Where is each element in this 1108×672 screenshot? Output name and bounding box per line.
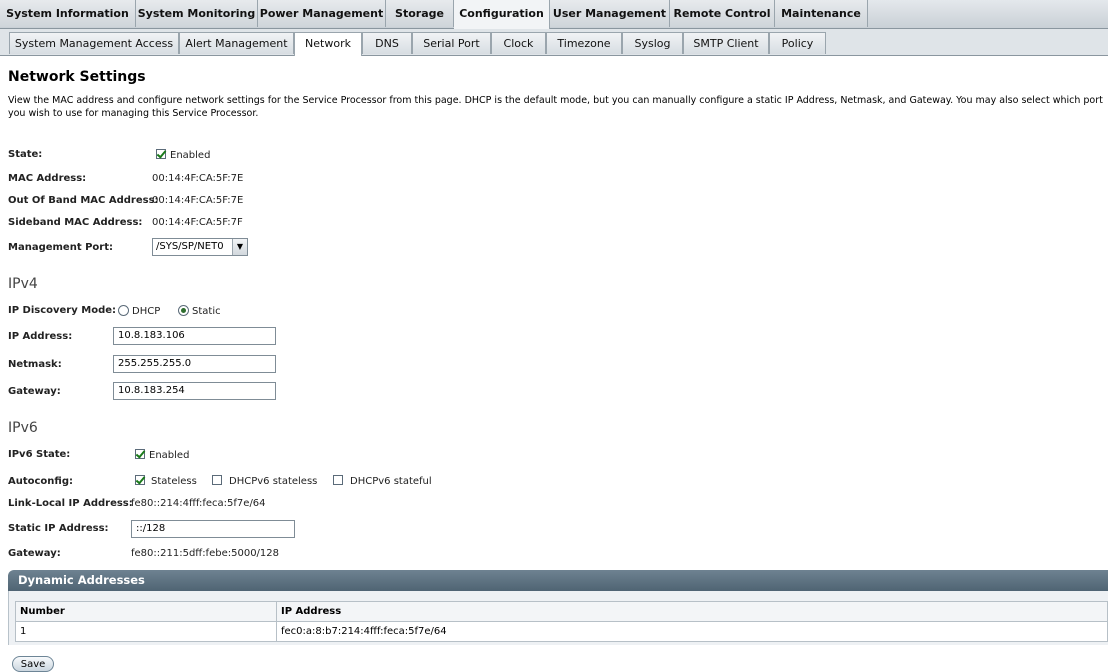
stateless-label: Stateless [151, 476, 197, 487]
tab-system-information[interactable]: System Information [0, 0, 136, 27]
link-local-ip-label: Link-Local IP Address: [8, 498, 133, 509]
static-ip-address-label: Static IP Address: [8, 523, 109, 534]
column-header-number[interactable]: Number [15, 601, 277, 622]
column-header-ip-address[interactable]: IP Address [276, 601, 1108, 622]
static-radio[interactable] [178, 305, 189, 316]
tab-user-management[interactable]: User Management [550, 0, 670, 27]
tab-configuration[interactable]: Configuration [454, 0, 550, 29]
subtab-timezone[interactable]: Timezone [546, 32, 622, 54]
subtab-alert-management[interactable]: Alert Management [179, 32, 294, 54]
oob-mac-address-value: 00:14:4F:CA:5F:7E [152, 195, 244, 206]
save-button[interactable]: Save [12, 656, 54, 672]
page-description: View the MAC address and configure netwo… [8, 95, 1103, 119]
ip-address-label: IP Address: [8, 331, 73, 342]
stateless-checkbox[interactable] [135, 475, 145, 485]
oob-mac-address-label: Out Of Band MAC Address: [8, 195, 159, 206]
subtab-smtp-client[interactable]: SMTP Client [683, 32, 769, 54]
cell-ip-address: fec0:a:8:b7:214:4fff:feca:5f7e/64 [276, 621, 1108, 642]
table-row[interactable]: 1 fec0:a:8:b7:214:4fff:feca:5f7e/64 [15, 621, 1108, 642]
ip-address-field[interactable]: 10.8.183.106 [113, 327, 276, 345]
subtab-syslog[interactable]: Syslog [622, 32, 683, 54]
netmask-field[interactable]: 255.255.255.0 [113, 355, 276, 373]
sub-tab-bar: System Management Access Alert Managemen… [0, 29, 1108, 56]
ipv6-heading: IPv6 [8, 420, 38, 436]
chevron-down-icon[interactable]: ▼ [232, 239, 247, 255]
link-local-ip-value: fe80::214:4fff:feca:5f7e/64 [131, 498, 266, 509]
netmask-label: Netmask: [8, 359, 62, 370]
ip-discovery-mode-label: IP Discovery Mode: [8, 305, 117, 316]
tab-system-monitoring[interactable]: System Monitoring [136, 0, 258, 27]
state-label: State: [8, 149, 43, 160]
dhcpv6-stateful-checkbox[interactable] [333, 475, 343, 485]
page-title: Network Settings [8, 69, 146, 85]
tab-power-management[interactable]: Power Management [258, 0, 386, 27]
dynamic-addresses-table: Number IP Address 1 fec0:a:8:b7:214:4fff… [15, 601, 1108, 642]
static-radio-label: Static [192, 306, 221, 317]
mac-address-value: 00:14:4F:CA:5F:7E [152, 173, 244, 184]
ipv4-gateway-field[interactable]: 10.8.183.254 [113, 382, 276, 400]
state-enabled-label: Enabled [170, 150, 211, 161]
dhcp-radio[interactable] [118, 305, 129, 316]
mac-address-label: MAC Address: [8, 173, 87, 184]
ipv6-enabled-checkbox[interactable] [135, 449, 145, 459]
ipv4-heading: IPv4 [8, 276, 38, 292]
dhcpv6-stateful-label: DHCPv6 stateful [350, 476, 432, 487]
ipv6-state-label: IPv6 State: [8, 449, 71, 460]
ipv4-gateway-label: Gateway: [8, 386, 61, 397]
management-port-label: Management Port: [8, 242, 113, 253]
tab-maintenance[interactable]: Maintenance [775, 0, 868, 27]
management-port-select[interactable]: /SYS/SP/NET0 ▼ [152, 238, 248, 256]
static-ip-address-field[interactable]: ::/128 [131, 520, 295, 538]
dhcp-radio-label: DHCP [132, 306, 161, 317]
subtab-system-management-access[interactable]: System Management Access [9, 32, 179, 54]
subtab-network[interactable]: Network [294, 32, 362, 56]
dhcpv6-stateless-label: DHCPv6 stateless [229, 476, 318, 487]
tab-storage[interactable]: Storage [386, 0, 454, 27]
ipv6-gateway-label: Gateway: [8, 548, 61, 559]
top-tab-bar: System Information System Monitoring Pow… [0, 0, 1108, 29]
ipv6-gateway-value: fe80::211:5dff:febe:5000/128 [131, 548, 280, 559]
tab-remote-control[interactable]: Remote Control [670, 0, 775, 27]
subtab-clock[interactable]: Clock [491, 32, 546, 54]
cell-number: 1 [15, 621, 277, 642]
autoconfig-label: Autoconfig: [8, 476, 73, 487]
state-enabled-checkbox[interactable] [156, 149, 166, 159]
sideband-mac-address-label: Sideband MAC Address: [8, 217, 143, 228]
dhcpv6-stateless-checkbox[interactable] [212, 475, 222, 485]
management-port-value: /SYS/SP/NET0 [156, 241, 224, 252]
subtab-policy[interactable]: Policy [769, 32, 826, 54]
ipv6-enabled-label: Enabled [149, 450, 190, 461]
subtab-serial-port[interactable]: Serial Port [412, 32, 491, 54]
subtab-dns[interactable]: DNS [362, 32, 412, 54]
sideband-mac-address-value: 00:14:4F:CA:5F:7F [152, 217, 243, 228]
dynamic-addresses-header: Dynamic Addresses [8, 570, 1108, 591]
